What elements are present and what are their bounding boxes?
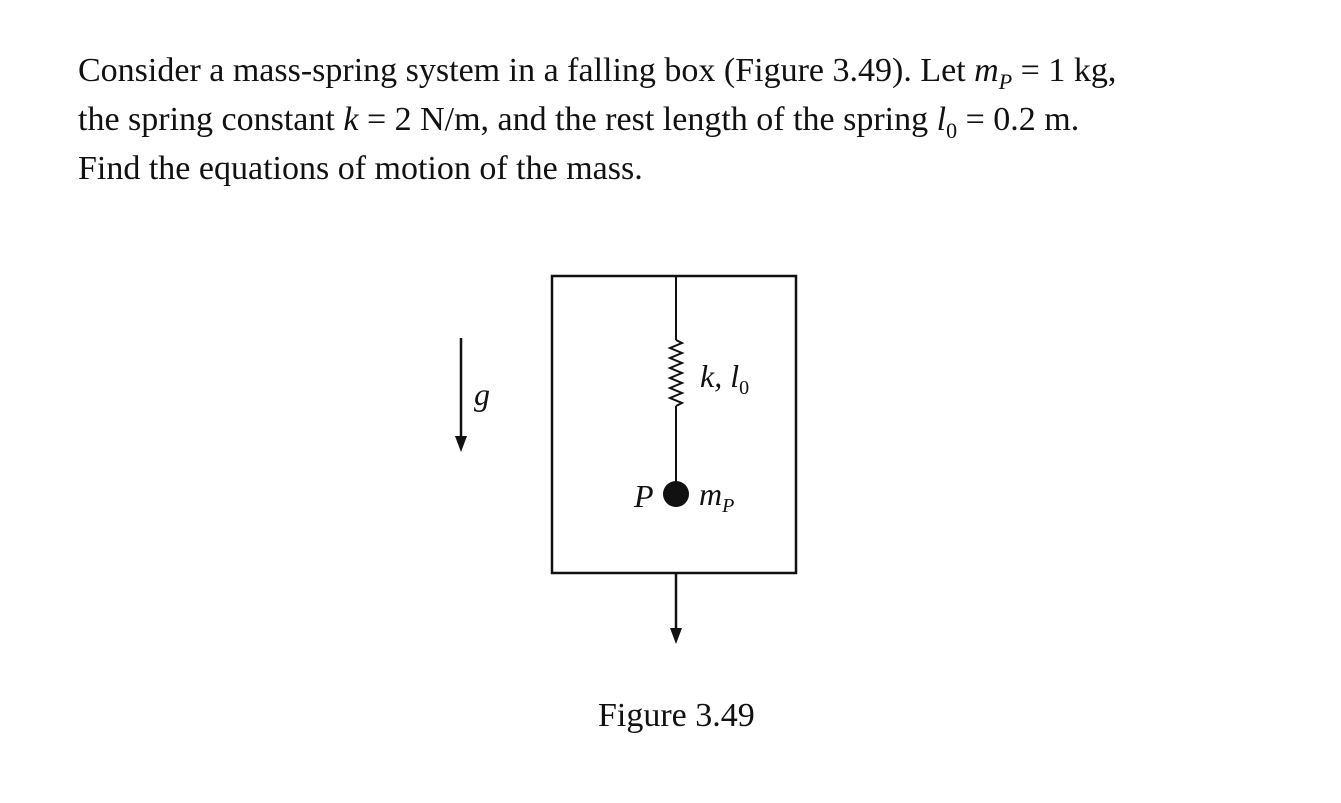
problem-line-2: the spring constant k = 2 N/m, and the r… — [78, 97, 1318, 146]
spring-constant-symbol: k — [343, 101, 359, 138]
spring — [667, 276, 685, 484]
rest-length-subscript: 0 — [946, 118, 958, 143]
point-label: P — [634, 478, 654, 514]
problem-text-2c: = 0.2 m. — [957, 101, 1080, 138]
problem-text-2b: = 2 N/m, and the rest length of the spri… — [358, 101, 937, 138]
problem-statement: Consider a mass-spring system in a falli… — [78, 48, 1318, 192]
gravity-label: g — [474, 376, 490, 412]
figure-caption: Figure 3.49 — [598, 697, 755, 734]
gravity-arrow — [455, 338, 467, 452]
spring-label-l: l — [730, 358, 740, 394]
problem-text-1b: = 1 kg, — [1012, 52, 1117, 89]
mass-point — [663, 481, 689, 507]
box-motion-arrow — [670, 573, 682, 644]
falling-box — [550, 274, 798, 575]
problem-text-1a: Consider a mass-spring system in a falli… — [78, 52, 975, 89]
mass-symbol: m — [974, 52, 999, 89]
mass-label: mP — [699, 476, 734, 516]
spring-label-l-subscript: 0 — [739, 377, 750, 399]
mass-label-m: m — [699, 476, 723, 512]
rest-length-symbol: l — [936, 101, 947, 138]
spring-label-k: k, — [700, 358, 731, 394]
mass-label-subscript: P — [722, 495, 735, 517]
problem-line-3: Find the equations of motion of the mass… — [78, 150, 643, 187]
spring-label: k, l0 — [700, 358, 749, 398]
problem-line-1: Consider a mass-spring system in a falli… — [78, 48, 1318, 97]
mass-subscript: P — [998, 69, 1013, 94]
problem-text-2a: the spring constant — [78, 101, 344, 138]
